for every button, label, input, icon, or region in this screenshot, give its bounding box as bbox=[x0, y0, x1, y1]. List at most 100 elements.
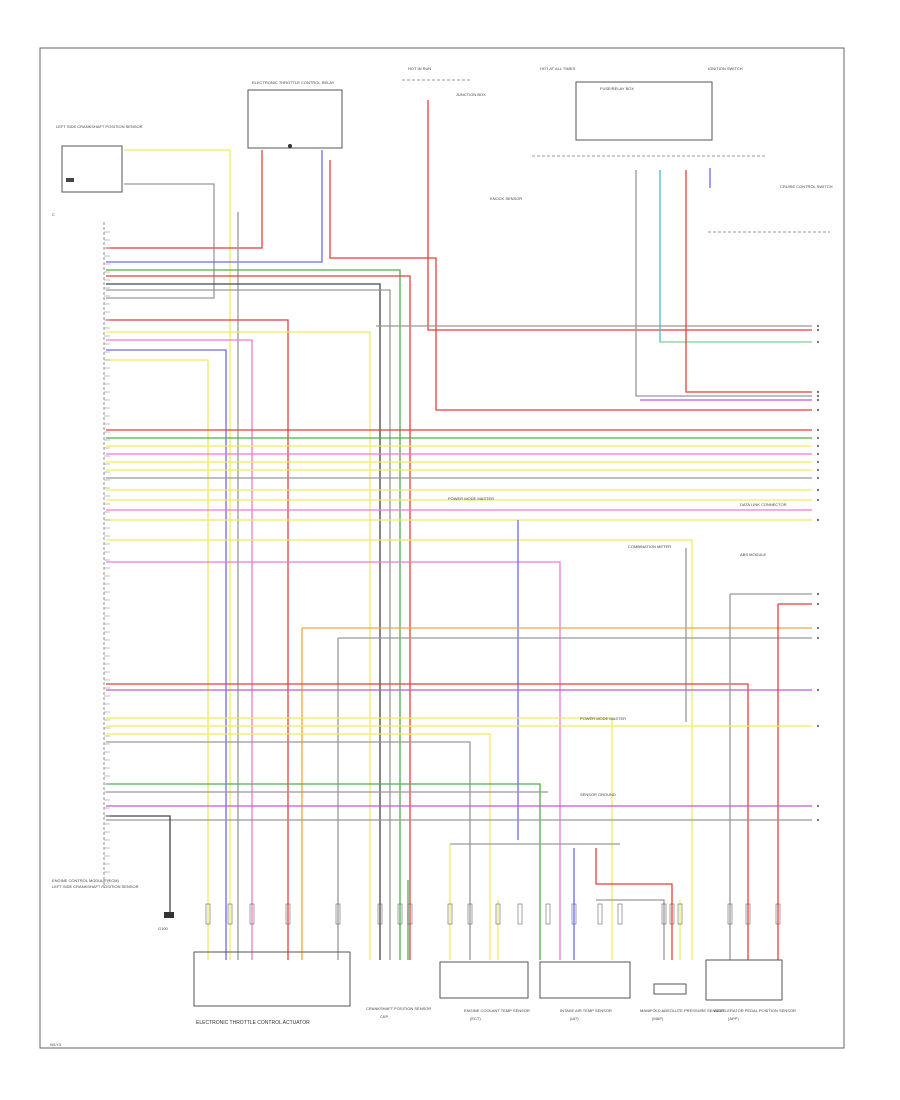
connector-pin bbox=[249, 903, 255, 925]
sensor-ground-label: SENSOR GROUND bbox=[580, 792, 616, 797]
connector-pin bbox=[285, 903, 291, 925]
throttle-relay: ELECTRONIC THROTTLE CONTROL RELAY bbox=[247, 80, 343, 149]
wire-40 bbox=[106, 683, 749, 960]
ect-sensor: ENGINE COOLANT TEMP SENSOR (ECT) bbox=[439, 961, 530, 1021]
wire-3 bbox=[106, 150, 323, 263]
wire-52 bbox=[106, 815, 171, 912]
connector-pin bbox=[397, 903, 403, 925]
cruise-switch-label: CRUISE CONTROL SWITCH bbox=[780, 184, 833, 189]
wire-8 bbox=[106, 289, 391, 960]
footer-code: W1Y3 bbox=[50, 1042, 62, 1047]
connector-terminal bbox=[816, 724, 820, 728]
connector-terminal bbox=[816, 436, 820, 440]
wire-44 bbox=[106, 717, 613, 960]
connector-pin bbox=[597, 903, 603, 925]
hot-in-run-fuse: HOT IN RUN JUNCTION BOX bbox=[402, 66, 486, 97]
ecm-module: C ENGINE CONTROL MODULE (ECM) LEFT SIDE … bbox=[52, 212, 139, 889]
connector-terminal bbox=[816, 498, 820, 502]
connector-terminal bbox=[816, 460, 820, 464]
fuse-relay-box: HOT AT ALL TIMES FUSE/RELAY BOX IGNITION… bbox=[532, 66, 766, 157]
wire-46 bbox=[106, 733, 491, 960]
hot-start-label: HOT AT ALL TIMES bbox=[540, 66, 575, 71]
wire-57 bbox=[596, 899, 665, 960]
wire-56 bbox=[595, 848, 673, 960]
connector-pin bbox=[617, 903, 623, 925]
wire-39 bbox=[337, 637, 812, 960]
connector-pin bbox=[227, 903, 233, 925]
connector-pin bbox=[205, 903, 211, 925]
accel-label: ACCELERATOR PEDAL POSITION SENSOR bbox=[714, 1008, 796, 1013]
connector-terminal bbox=[816, 476, 820, 480]
power-mode-label: POWER MODE MASTER bbox=[448, 496, 494, 501]
connector-pin bbox=[669, 903, 675, 925]
connector-terminal bbox=[816, 468, 820, 472]
ground-ref-label: G100 bbox=[158, 926, 169, 931]
ecm-pin-prefix: C bbox=[52, 212, 55, 217]
connector-pin bbox=[677, 903, 683, 925]
wire-42 bbox=[729, 593, 812, 960]
wire-11 bbox=[106, 339, 253, 960]
connector-terminal bbox=[816, 636, 820, 640]
map-sensor: MANIFOLD ABSOLUTE PRESSURE SENSOR (MAP) bbox=[640, 983, 724, 1021]
iat-label: INTAKE AIR TEMP SENSOR bbox=[560, 1008, 612, 1013]
crank-sensor: CRANKSHAFT POSITION SENSOR CKP bbox=[366, 1006, 431, 1019]
connector-terminal bbox=[816, 592, 820, 596]
connector-terminal bbox=[816, 394, 820, 398]
wire-12 bbox=[106, 349, 227, 960]
abs-note: ABS MODULE COMBINATION METER DATA LINK C… bbox=[628, 502, 787, 557]
wire-48 bbox=[106, 783, 541, 960]
connector-terminal bbox=[816, 328, 820, 332]
wire-14 bbox=[329, 160, 812, 411]
top-relay-label: ELECTRONIC THROTTLE CONTROL RELAY bbox=[252, 80, 335, 85]
wire-34 bbox=[106, 539, 693, 960]
connector-terminal bbox=[816, 398, 820, 402]
connector-terminal bbox=[816, 324, 820, 328]
wire-47 bbox=[106, 741, 471, 960]
accel-sub: (APP) bbox=[728, 1016, 739, 1021]
connector-pin bbox=[377, 903, 383, 925]
ecm-title-2: LEFT SIDE CRANKSHAFT POSITION SENSOR bbox=[52, 884, 139, 889]
connector-pin bbox=[467, 903, 473, 925]
wire-35 bbox=[106, 561, 561, 960]
connector-terminal bbox=[816, 518, 820, 522]
fuse-box-label: JUNCTION BOX bbox=[456, 92, 486, 97]
ground-icon bbox=[164, 912, 174, 918]
diagram-frame bbox=[39, 47, 845, 1049]
connector-terminal bbox=[816, 818, 820, 822]
connector-pin bbox=[407, 903, 413, 925]
ecm-title: ENGINE CONTROL MODULE (ECM) bbox=[52, 878, 119, 883]
crank-label: CRANKSHAFT POSITION SENSOR bbox=[366, 1006, 431, 1011]
wire-6 bbox=[106, 275, 411, 960]
fuse-relay-label: FUSE/RELAY BOX bbox=[600, 86, 634, 91]
knock-label: KNOCK SENSOR bbox=[490, 196, 522, 201]
ect-sub: (ECT) bbox=[470, 1016, 481, 1021]
wire-38 bbox=[301, 627, 812, 960]
wire-2 bbox=[106, 150, 263, 249]
connector-pin bbox=[661, 903, 667, 925]
power-mode-note: POWER MODE MASTER POWER MODE MASTER SENS… bbox=[448, 496, 626, 797]
power-mode-label-2: POWER MODE MASTER bbox=[580, 716, 626, 721]
wire-7 bbox=[106, 283, 381, 960]
connector-terminal bbox=[816, 390, 820, 394]
combo-label: COMBINATION METER bbox=[628, 544, 671, 549]
wire-17 bbox=[659, 170, 812, 343]
abs-label: ABS MODULE bbox=[740, 552, 767, 557]
wire-5 bbox=[106, 269, 401, 960]
connector-pin bbox=[517, 903, 523, 925]
connector-terminal bbox=[816, 452, 820, 456]
wire-19 bbox=[635, 170, 812, 397]
wire-1 bbox=[106, 183, 215, 299]
connector-terminal bbox=[816, 408, 820, 412]
connector-terminal bbox=[816, 340, 820, 344]
wire-bundle bbox=[104, 100, 820, 960]
left-side-sensor: LEFT SIDE CRANKSHAFT POSITION SENSOR bbox=[56, 124, 143, 193]
wire-21 bbox=[685, 170, 812, 393]
connector-pin bbox=[775, 903, 781, 925]
relay-ground-icon bbox=[288, 144, 292, 148]
map-sub: (MAP) bbox=[652, 1016, 664, 1021]
iat-sub: (IAT) bbox=[570, 1016, 579, 1021]
connector-terminal bbox=[816, 688, 820, 692]
connector-terminal bbox=[816, 488, 820, 492]
throttle-actuator: ELECTRONIC THROTTLE CONTROL ACTUATOR bbox=[193, 951, 351, 1026]
